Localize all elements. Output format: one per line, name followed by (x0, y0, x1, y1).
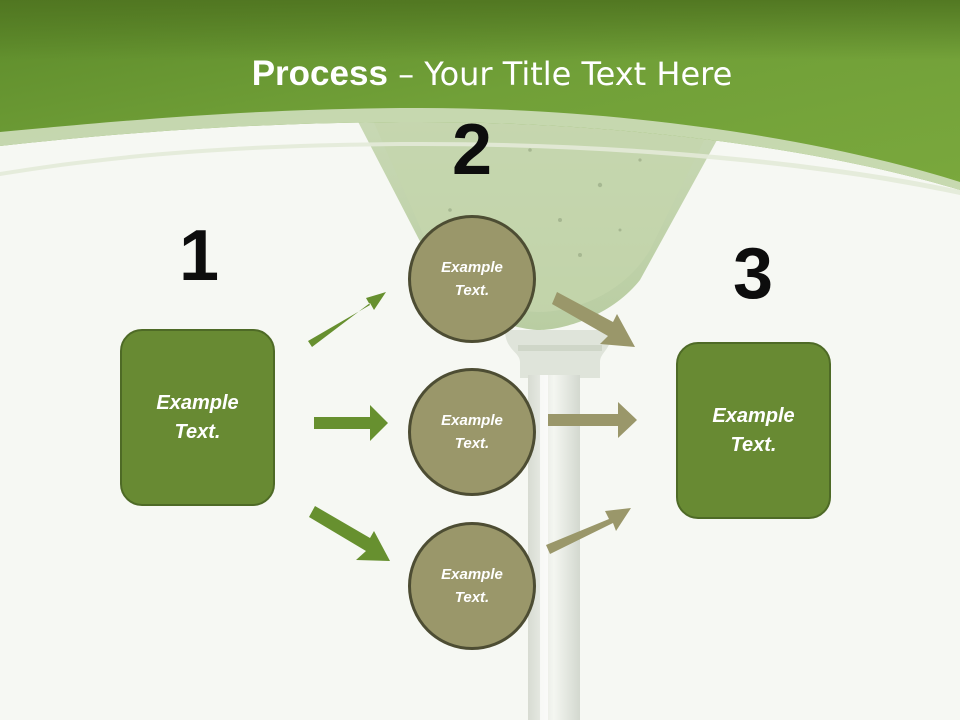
arrow-right-icon (309, 506, 390, 561)
step-2-circle-3-line2: Text. (454, 589, 490, 606)
arrow-right-icon (308, 292, 386, 347)
step-2-circle-1-line2: Text. (454, 282, 490, 299)
step-number-2: 2 (451, 110, 493, 190)
step-2-circle-1: Example Text. (408, 215, 536, 343)
arrow-right-icon (546, 508, 631, 554)
step-2-circle-2: Example Text. (408, 368, 536, 496)
step-2-circle-2-line2: Text. (454, 435, 490, 452)
arrow-right-icon (552, 292, 635, 347)
title-rest: – Your Title Text Here (387, 55, 733, 93)
step-2-circle-3: Example Text. (408, 522, 536, 650)
step-number-3: 3 (732, 234, 774, 314)
arrow-right-icon (314, 405, 388, 441)
step-1-label-line1: Example (156, 391, 239, 414)
page-title: Process – Your Title Text Here (0, 52, 960, 96)
arrow-right-icon (548, 402, 637, 438)
step-number-1: 1 (178, 216, 220, 296)
header-band (0, 0, 960, 195)
step-2-circle-2-line1: Example (441, 412, 503, 429)
title-bold: Process (251, 54, 388, 93)
step-2-circle-3-line1: Example (441, 566, 503, 583)
step-3-label-line2: Text. (730, 433, 777, 456)
step-1-box: Example Text. (120, 329, 275, 506)
step-3-box: Example Text. (676, 342, 831, 519)
step-1-label-line2: Text. (174, 420, 221, 443)
step-3-label-line1: Example (712, 404, 795, 427)
step-2-circle-1-line1: Example (441, 259, 503, 276)
